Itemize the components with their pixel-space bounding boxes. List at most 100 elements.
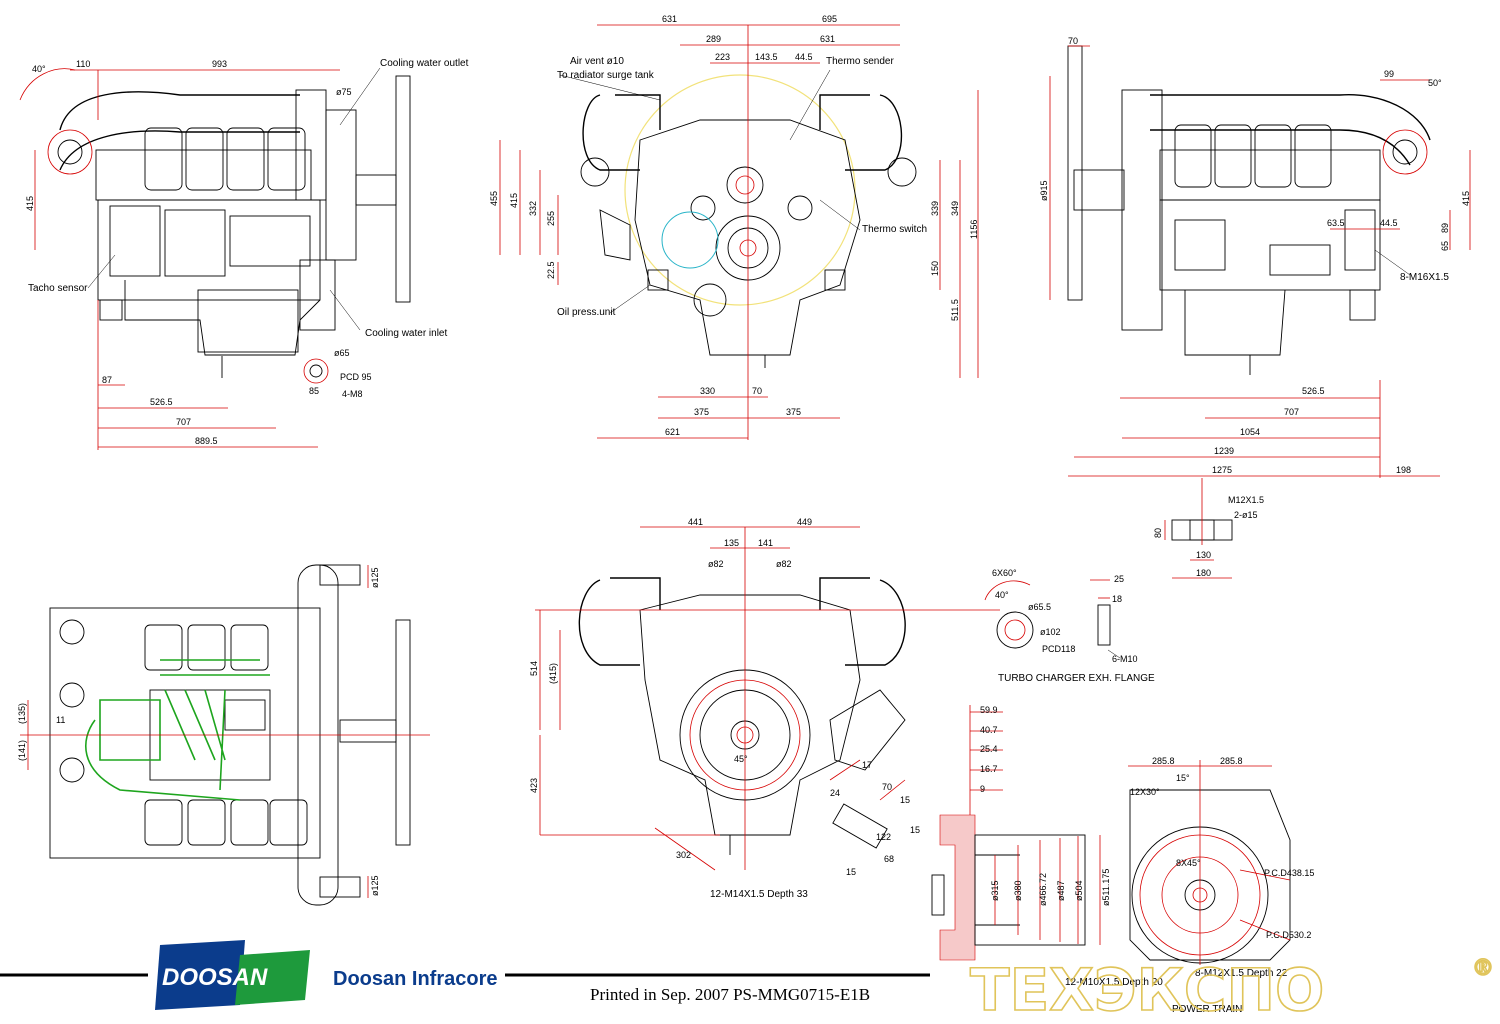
foot-detail: M12X1.5 2-ø15 80 130 180 (1153, 478, 1264, 579)
dim-label: ø487 (1056, 880, 1066, 901)
dim-label: (135) (17, 703, 27, 724)
dim-label: (415) (548, 663, 558, 684)
dim-label: 349 (950, 201, 960, 216)
callout-label: Cooling water outlet (380, 58, 469, 69)
dim-label: 302 (676, 850, 691, 860)
dim-label: 85 (309, 386, 319, 396)
dim-label: 122 (876, 832, 891, 842)
dim-label: 441 (688, 517, 703, 527)
dim-label: 631 (820, 34, 835, 44)
dim-label: ø315 (990, 880, 1000, 901)
dim-label: 15 (910, 825, 920, 835)
callout-label: 8-M12X1.5 Depth 22 (1195, 968, 1288, 979)
callout-label: 12-M14X1.5 Depth 33 (710, 889, 808, 900)
dim-label: 135 (724, 538, 739, 548)
dim-label: 375 (786, 407, 801, 417)
dim-label: 99 (1384, 69, 1394, 79)
detail-title: POWER TRAIN (1172, 1004, 1242, 1015)
dim-label: 40.7 (980, 725, 998, 735)
dim-label: ø65.5 (1028, 602, 1051, 612)
dim-label: 198 (1396, 465, 1411, 475)
dim-label: 22.5 (546, 261, 556, 279)
dim-label: 65 (1440, 241, 1450, 251)
dim-label: ø75 (336, 87, 352, 97)
dim-label: 15 (846, 867, 856, 877)
dim-label: 40° (32, 64, 46, 74)
dim-label: ø125 (370, 567, 380, 588)
dim-label: ø82 (776, 559, 792, 569)
dim-label: 289 (706, 34, 721, 44)
dim-label: 12X30° (1130, 787, 1160, 797)
watermark-mark: ® (1472, 956, 1494, 981)
dim-label: 15° (1176, 773, 1190, 783)
dim-label: 18 (1112, 594, 1122, 604)
dim-label: 70 (752, 386, 762, 396)
dim-label: 223 (715, 52, 730, 62)
dim-label: 24 (830, 788, 840, 798)
dim-label: ø65 (334, 348, 350, 358)
dim-label: 17 (862, 760, 872, 770)
dim-label: 631 (662, 14, 677, 24)
dim-label: 87 (102, 375, 112, 385)
dim-label: ø504 (1074, 880, 1084, 901)
rear-view: 441 449 135 141 ø82 ø82 514 (415) 423 45… (529, 517, 1000, 900)
callout-label: Thermo switch (862, 224, 927, 235)
dim-label: PCD118 (1042, 644, 1075, 654)
dim-label: 50° (1428, 78, 1442, 88)
dim-label: 143.5 (755, 52, 778, 62)
dim-label: 15 (900, 795, 910, 805)
dim-label: ø511.175 (1101, 869, 1111, 906)
dim-label: 330 (700, 386, 715, 396)
dim-label: 63.5 (1327, 218, 1345, 228)
dim-label: 695 (822, 14, 837, 24)
dim-label: ø466.72 (1038, 873, 1048, 906)
dim-label: 449 (797, 517, 812, 527)
dim-label: 110 (76, 59, 90, 69)
right-side-view: 70 ø915 99 50° 415 63.5 44.5 89 65 8-M16… (1039, 36, 1471, 478)
dim-label: 375 (694, 407, 709, 417)
dim-label: 45° (734, 754, 748, 764)
dim-label: 80 (1153, 528, 1163, 538)
dim-label: P.C.D438.15 (1264, 868, 1314, 878)
dim-label: 70 (882, 782, 892, 792)
dim-label: P.C.D530.2 (1266, 930, 1311, 940)
callout-label: Tacho sensor (28, 283, 88, 294)
dim-label: 889.5 (195, 436, 218, 446)
dim-label: 514 (529, 661, 539, 676)
dim-label: 2-ø15 (1234, 510, 1258, 520)
dim-label: 89 (1440, 223, 1450, 233)
dim-label: 993 (212, 59, 227, 69)
flywheel-housing-section: 59.9 40.7 25.4 16.7 9 ø315 ø380 ø466.72 … (931, 705, 1163, 988)
dim-label: ø102 (1040, 627, 1061, 637)
footer: DOOSAN Doosan Infracore Printed in Sep. … (0, 940, 1495, 1024)
dim-label: 150 (930, 261, 940, 276)
company-name: Doosan Infracore (333, 968, 497, 990)
top-view: ø125 ø125 (135) 11 (141) (17, 564, 430, 906)
dim-label: (141) (17, 740, 27, 761)
dim-label: 332 (528, 201, 538, 216)
callout-label: Cooling water inlet (365, 328, 447, 339)
dim-label: 255 (546, 211, 556, 226)
callout-label: Air vent ø10 (570, 56, 624, 67)
callout-label: To radiator surge tank (557, 70, 655, 81)
dim-label: 25.4 (980, 744, 998, 754)
dim-label: PCD 95 (340, 372, 372, 382)
dim-label: 9 (980, 784, 985, 794)
dim-label: 8-M16X1.5 (1400, 272, 1449, 283)
brand-logo-text: DOOSAN (162, 964, 268, 991)
dim-label: 526.5 (1302, 386, 1325, 396)
dim-label: 621 (665, 427, 680, 437)
dim-label: 11 (56, 715, 65, 725)
dim-label: 16.7 (980, 764, 998, 774)
dim-label: 44.5 (795, 52, 813, 62)
front-view: 631 695 289 631 223 143.5 44.5 455 415 3… (489, 14, 979, 440)
dim-label: ø82 (708, 559, 724, 569)
dim-label: 526.5 (150, 397, 173, 407)
dim-label: 1275 (1212, 465, 1232, 475)
dim-label: 455 (489, 191, 499, 206)
dim-label: 415 (25, 196, 35, 211)
turbo-flange-detail: 6X60° 40° ø65.5 ø102 PCD118 25 18 6-M10 … (984, 568, 1155, 684)
dim-label: 59.9 (980, 705, 998, 715)
